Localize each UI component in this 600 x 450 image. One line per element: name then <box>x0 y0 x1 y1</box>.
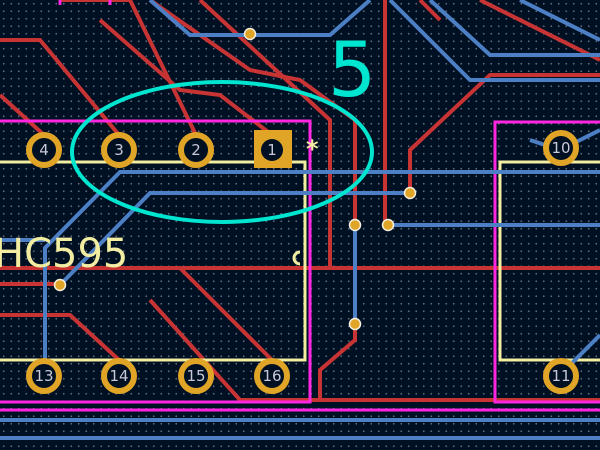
footprint-reference-text[interactable]: HC595 <box>0 231 128 277</box>
highlight-ellipse <box>70 80 374 224</box>
pin1-marker: * <box>306 135 319 163</box>
back-copper-traces[interactable] <box>0 0 600 440</box>
front-copper-traces[interactable] <box>0 0 600 402</box>
pad-label: 10 <box>551 139 570 157</box>
pad-3: 3 <box>101 132 137 168</box>
pad-13: 13 <box>26 358 62 394</box>
trace[interactable] <box>178 266 274 362</box>
pad-10: 10 <box>543 130 579 166</box>
vias[interactable] <box>53 27 417 331</box>
trace[interactable] <box>58 191 410 287</box>
via[interactable] <box>348 317 362 331</box>
trace[interactable] <box>98 18 274 137</box>
via[interactable] <box>403 186 417 200</box>
pad-label: 2 <box>191 141 201 159</box>
trace[interactable] <box>148 298 600 402</box>
annotation-number: 5 <box>328 25 376 114</box>
trace[interactable] <box>60 0 198 136</box>
pad-label: 16 <box>262 367 281 385</box>
pad-15: 15 <box>178 358 214 394</box>
pads[interactable]: 4 3 2 1 13 14 15 16 10 11 <box>26 130 579 394</box>
trace[interactable] <box>0 313 121 362</box>
pad-label: 3 <box>114 141 124 159</box>
pad-label: 13 <box>34 367 53 385</box>
trace[interactable] <box>479 0 600 62</box>
pad-label: 14 <box>109 367 128 385</box>
via[interactable] <box>381 218 395 232</box>
trace[interactable] <box>198 0 332 268</box>
pad-label: 15 <box>186 367 205 385</box>
pad-11: 11 <box>543 358 579 394</box>
via[interactable] <box>348 218 362 232</box>
trace[interactable] <box>0 93 46 137</box>
trace[interactable] <box>418 0 442 22</box>
courtyard-outlines <box>0 0 600 412</box>
via[interactable] <box>53 278 67 292</box>
trace[interactable] <box>428 0 600 57</box>
trace[interactable] <box>519 0 600 42</box>
pad-1: 1 <box>254 130 292 168</box>
pad-label: 1 <box>267 141 277 159</box>
trace[interactable] <box>0 38 121 137</box>
trace[interactable] <box>388 0 600 82</box>
pad-label: 11 <box>551 367 570 385</box>
pad-14: 14 <box>101 358 137 394</box>
trace[interactable] <box>43 170 600 375</box>
pad-16: 16 <box>254 358 290 394</box>
pad-4: 4 <box>26 132 62 168</box>
pad-2: 2 <box>178 132 214 168</box>
via[interactable] <box>243 27 257 41</box>
trace[interactable] <box>148 0 372 37</box>
pad-label: 4 <box>39 141 49 159</box>
